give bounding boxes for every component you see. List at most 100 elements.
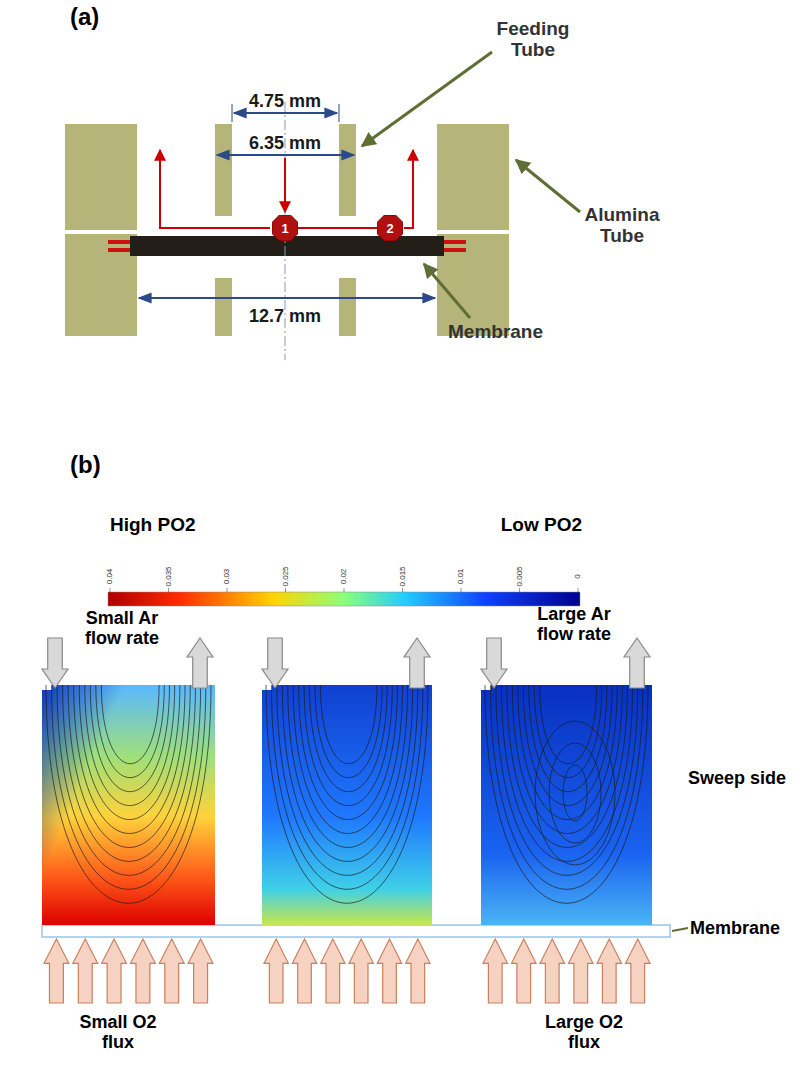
leader-arrow <box>516 160 580 212</box>
tick-label: 0.035 <box>164 559 173 593</box>
streamline <box>293 685 402 834</box>
concentration-field <box>42 685 652 925</box>
alumina-tube <box>437 234 509 336</box>
dimension-line <box>139 297 435 299</box>
streamline <box>485 685 648 903</box>
tick-label: 0.03 <box>223 559 232 593</box>
feeding-tube <box>215 278 232 336</box>
scale-label: Low PO2 <box>470 514 582 535</box>
callout-octagon: 2 <box>377 215 403 241</box>
membrane-strip <box>42 925 670 937</box>
streamline <box>90 685 169 792</box>
color-bar-tick <box>168 588 169 592</box>
part-label: Alumina Tube <box>579 204 665 247</box>
streamline <box>501 685 632 861</box>
color-bar-tick <box>578 588 579 592</box>
streamline <box>288 685 408 847</box>
alumina-tube <box>437 124 509 230</box>
alumina-tube <box>65 124 137 230</box>
streamline <box>46 685 211 903</box>
oxygen-flux-arrow <box>406 939 430 1003</box>
streamline <box>282 685 412 861</box>
leader-arrow <box>362 52 492 146</box>
argon-inlet-arrow <box>481 638 507 688</box>
streamline <box>549 743 601 843</box>
streamline <box>529 685 607 792</box>
streamline <box>563 765 587 821</box>
oxygen-flux-arrow <box>321 939 345 1003</box>
gas-flow-arrow <box>404 150 413 228</box>
dimension-line <box>139 104 435 298</box>
streamline <box>46 685 648 903</box>
oxygen-flux-arrow <box>131 939 156 1003</box>
tick-label: 0.005 <box>515 559 524 593</box>
streamline <box>79 685 180 820</box>
flow-line <box>298 227 377 229</box>
concentration-field <box>42 685 215 925</box>
oxygen-flux-arrow <box>540 939 565 1003</box>
callout-octagon: 1 <box>272 215 298 241</box>
streamline <box>534 685 602 778</box>
concentration-field <box>481 685 491 690</box>
octagon-shape <box>377 215 403 241</box>
annotation-label: Small O2 flux <box>68 1012 168 1052</box>
streamline <box>266 685 428 903</box>
color-bar-tick <box>344 588 345 592</box>
color-bar-tick <box>227 588 228 592</box>
oxygen-flux-arrow <box>102 939 127 1003</box>
oxygen-flux-arrow <box>188 939 213 1003</box>
tick-label: 0.01 <box>457 559 466 593</box>
panel-label: (a) <box>70 4 130 31</box>
concentration-field <box>262 685 432 925</box>
oxygen-flux-arrow <box>73 939 98 1003</box>
dimension-line <box>232 104 233 122</box>
streamline <box>310 685 388 792</box>
color-bar-tick <box>402 588 403 592</box>
streamline <box>304 685 392 806</box>
streamline <box>299 685 398 820</box>
panel-label: (b) <box>70 452 130 479</box>
oxygen-flux-arrow <box>377 939 401 1003</box>
feeding-tube <box>215 124 232 216</box>
streamline <box>277 685 418 875</box>
streamline <box>96 685 164 778</box>
argon-inlet-arrow <box>42 638 68 688</box>
streamline <box>315 685 382 778</box>
annotation-label: Sweep side <box>688 768 806 788</box>
dimension-line <box>217 154 354 156</box>
dimension-label: 4.75 mm <box>235 91 335 111</box>
concentration-field <box>481 685 652 925</box>
oxygen-flux-arrow <box>44 939 69 1003</box>
argon-outlet-arrow <box>187 638 213 688</box>
alumina-tube <box>65 124 509 336</box>
oxygen-flux-arrow <box>626 939 651 1003</box>
oxygen-flux-arrow <box>597 939 622 1003</box>
oxygen-flux-arrow <box>512 939 537 1003</box>
streamline <box>68 685 190 847</box>
streamline <box>46 685 211 903</box>
streamline <box>507 685 628 847</box>
tick-label: 0 <box>574 559 583 593</box>
seal <box>108 240 130 244</box>
gas-flow-arrow <box>160 150 270 228</box>
streamline <box>512 685 622 834</box>
annotation-label: Membrane <box>690 918 806 938</box>
dimension-label: 12.7 mm <box>235 306 335 326</box>
annotation-label: Large O2 flux <box>534 1012 634 1052</box>
streamline <box>518 685 617 820</box>
color-bar-tick <box>110 588 578 592</box>
color-bar-tick <box>519 588 520 592</box>
streamline <box>85 685 175 806</box>
oxygen-flux-arrow <box>264 939 288 1003</box>
oxygen-flux-arrow <box>349 939 373 1003</box>
argon-outlet-arrow <box>624 638 650 688</box>
streamline <box>57 685 201 875</box>
streamline <box>52 685 206 889</box>
streamline <box>63 685 196 861</box>
argon-outlet-arrow <box>404 638 430 688</box>
streamline <box>266 685 428 903</box>
color-bar <box>108 592 580 606</box>
tick-label: 0.015 <box>398 559 407 593</box>
color-bar-tick <box>285 588 286 592</box>
